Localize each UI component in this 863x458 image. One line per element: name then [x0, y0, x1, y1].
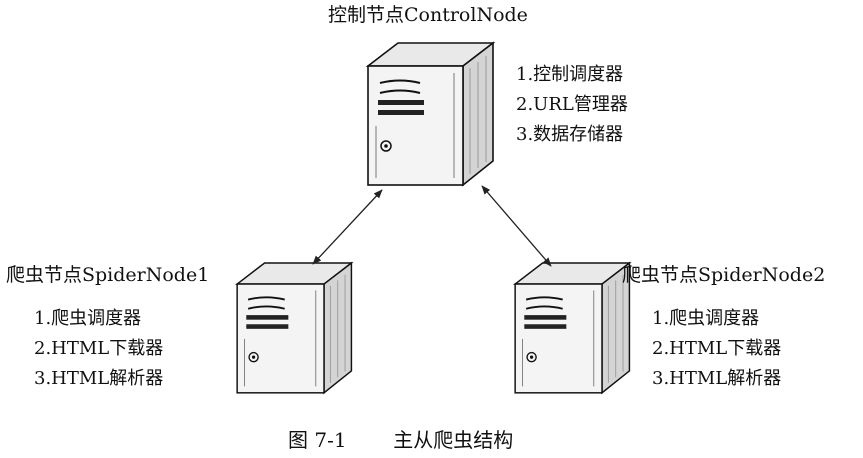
arrow-control-to-spider2	[481, 185, 552, 267]
spider-node-1-feature: 3.HTML解析器	[34, 368, 164, 389]
control-node-feature: 1.控制调度器	[516, 64, 624, 85]
control-node-feature: 2.URL管理器	[516, 94, 628, 115]
spider-node-2-feature: 3.HTML解析器	[652, 368, 782, 389]
spider-node-1-title: 爬虫节点SpiderNode1	[6, 264, 210, 286]
spider-node-1-feature-list: 1.爬虫调度器 2.HTML下载器 3.HTML解析器	[34, 304, 163, 394]
spider-node-2-server-icon	[514, 262, 631, 394]
control-node-feature: 3.数据存储器	[516, 124, 624, 145]
spider-node-1-feature: 2.HTML下载器	[34, 338, 164, 359]
spider-node-1-server-icon	[236, 262, 353, 394]
spider-node-2-feature: 1.爬虫调度器	[652, 308, 760, 329]
spider-node-2-feature-list: 1.爬虫调度器 2.HTML下载器 3.HTML解析器	[652, 304, 781, 394]
control-node-server-icon	[367, 42, 494, 186]
figure-number: 图 7-1	[288, 428, 347, 452]
control-node-feature-list: 1.控制调度器 2.URL管理器 3.数据存储器	[516, 60, 628, 150]
spider-node-2-title: 爬虫节点SpiderNode2	[622, 264, 826, 286]
control-node-title: 控制节点ControlNode	[328, 4, 528, 26]
spider-node-2-feature: 2.HTML下载器	[652, 338, 782, 359]
spider-node-1-feature: 1.爬虫调度器	[34, 308, 142, 329]
figure-caption: 图 7-1 主从爬虫结构	[288, 424, 513, 453]
figure-title: 主从爬虫结构	[393, 428, 514, 452]
arrow-control-to-spider1	[312, 189, 383, 265]
